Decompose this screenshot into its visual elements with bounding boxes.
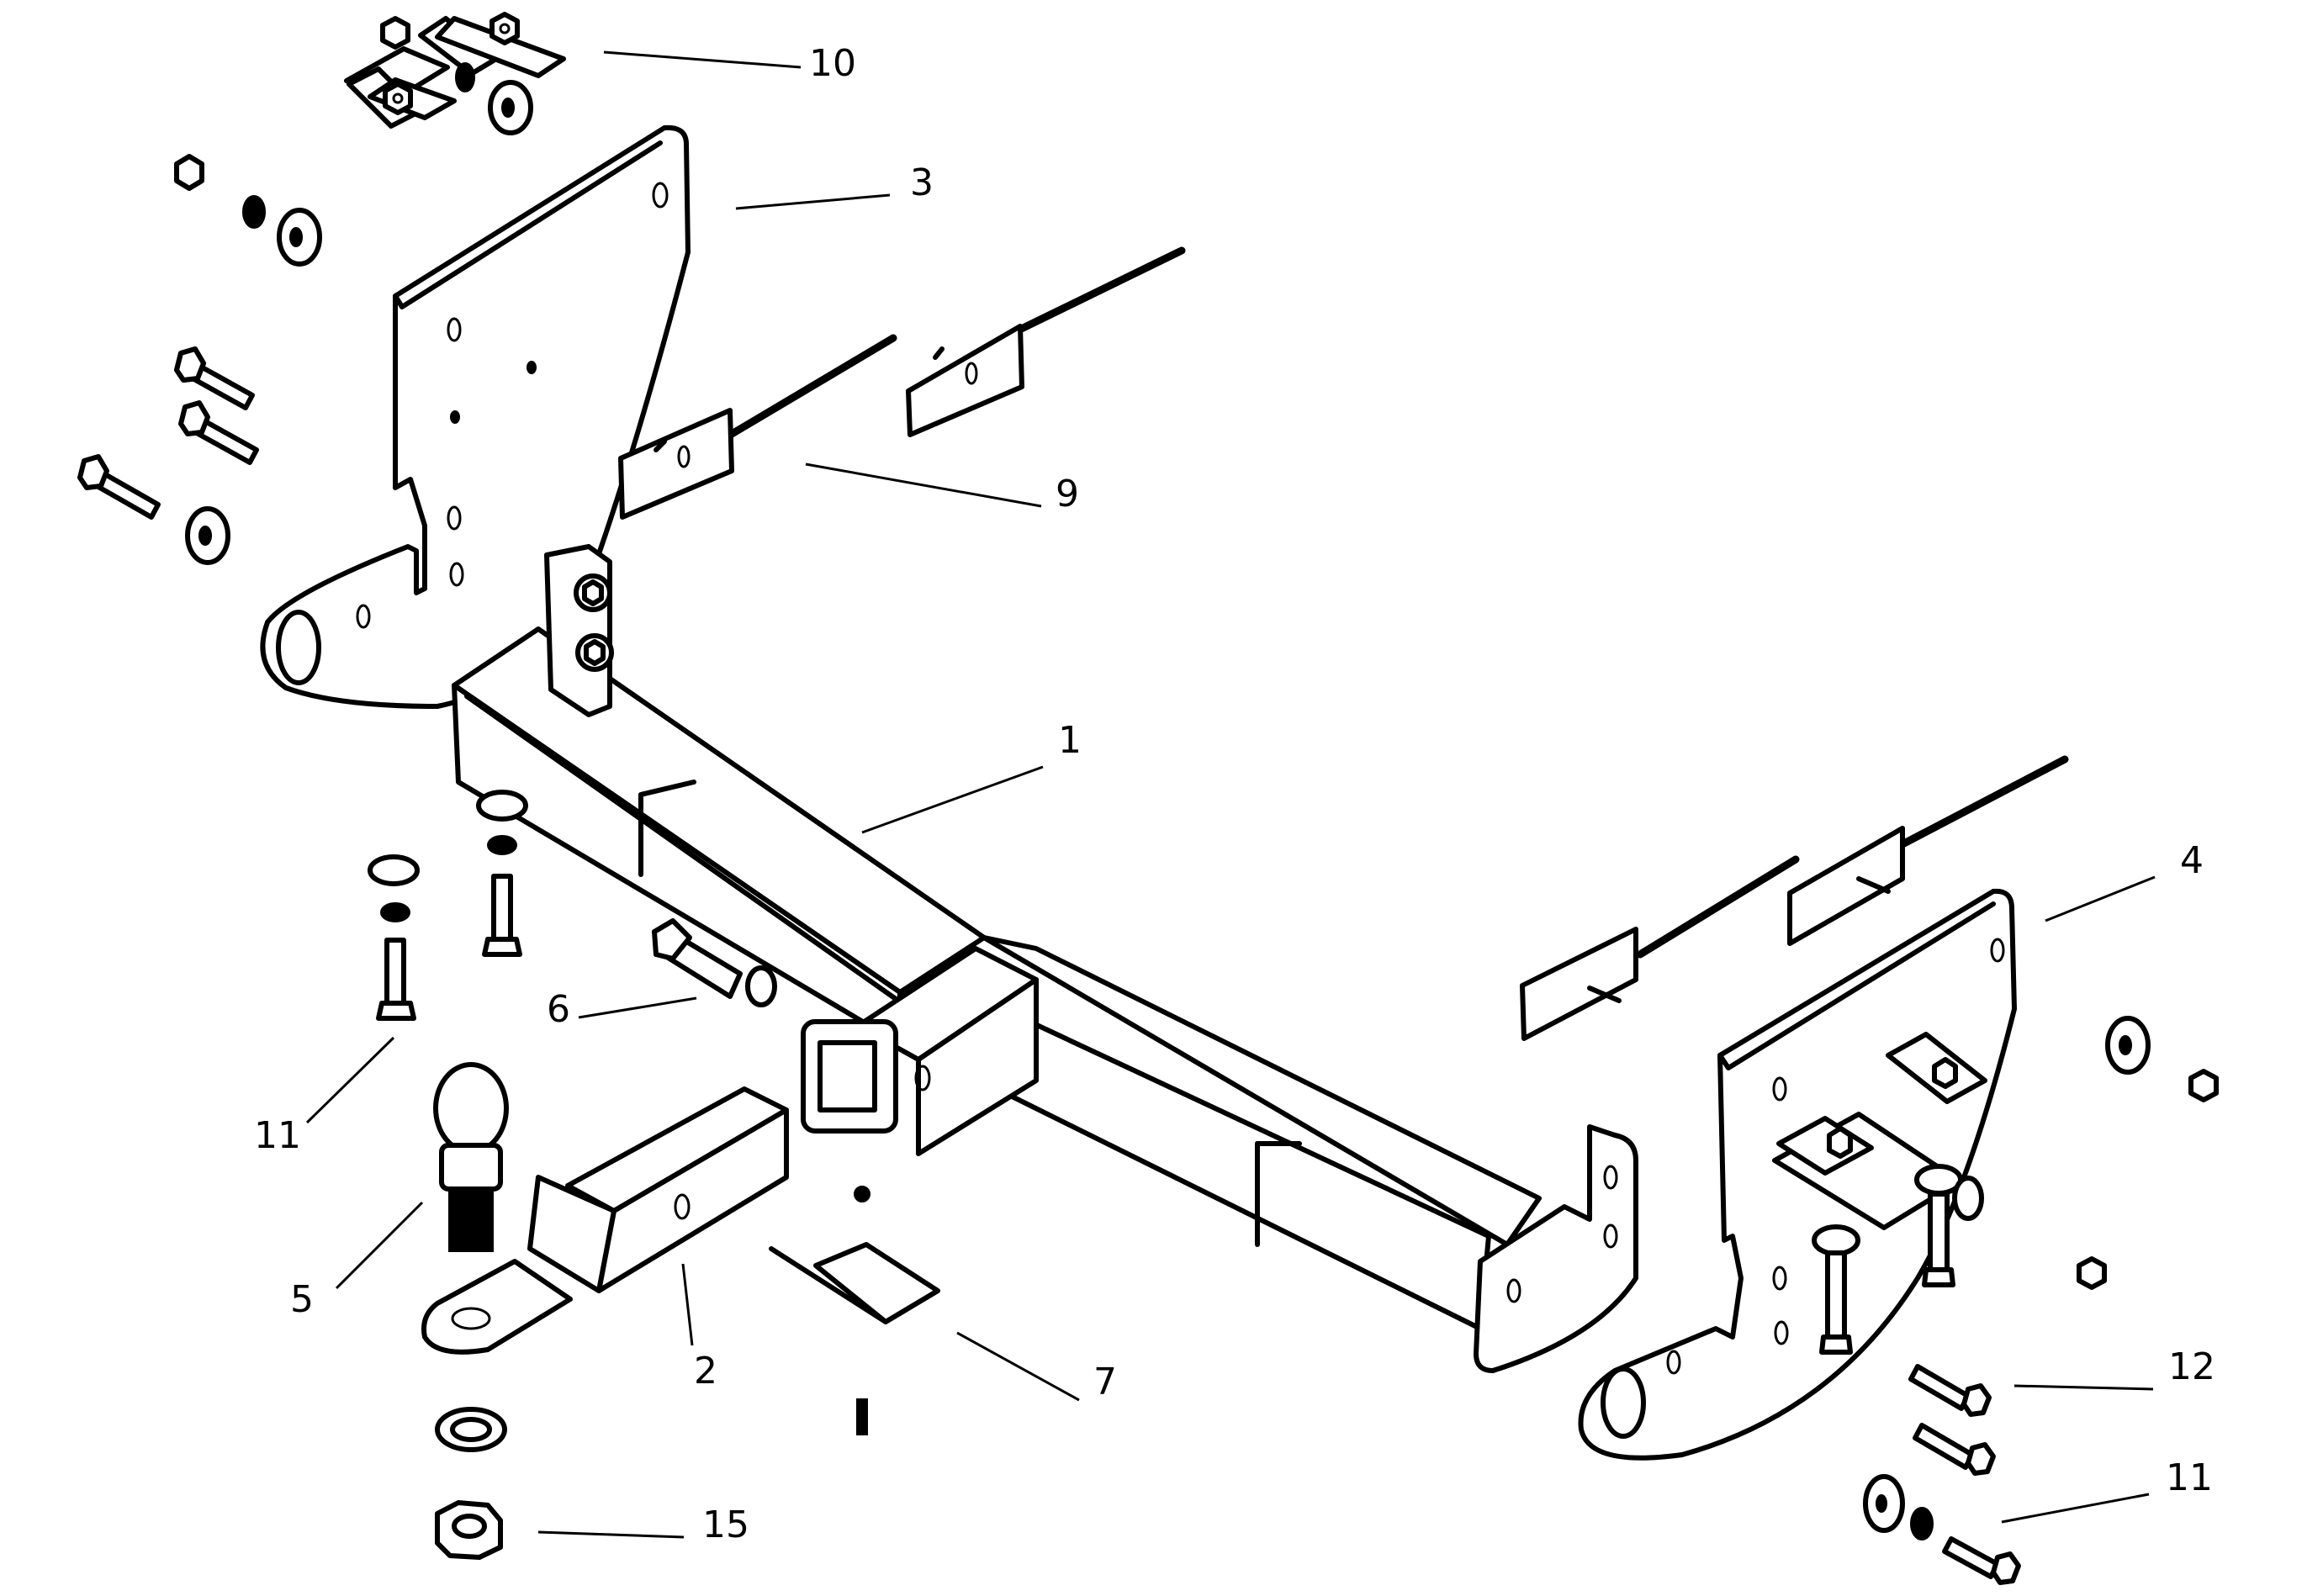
callouts: 10 3 9 1 4 6 11 5 2 7 15 12 11 [254, 42, 2215, 1546]
part-4-hardware [1863, 1016, 2219, 1585]
part-4-right-bracket [1578, 888, 2017, 1461]
nut-icon [489, 12, 520, 45]
leader-6 [335, 1201, 424, 1290]
leader-3 [735, 193, 891, 210]
part-3-hardware [77, 154, 322, 565]
leader-7 [578, 996, 697, 1019]
label-9: 9 [1056, 473, 1079, 515]
bolt-icon [174, 346, 255, 410]
nut-icon [383, 82, 413, 115]
leader-4 [2045, 875, 2156, 922]
nut-icon [380, 16, 410, 50]
bolt-icon [1942, 1536, 2021, 1585]
label-3: 3 [910, 161, 934, 204]
bolt-icon [1908, 1364, 1992, 1417]
part-7-hitch-pin [652, 918, 777, 1007]
leader-9 [805, 462, 1042, 508]
leader-15 [537, 1530, 685, 1539]
part-3-left-bracket [260, 124, 691, 709]
leader-2 [681, 1263, 694, 1346]
bolt-icon [1913, 1423, 1996, 1476]
part-9-wire-plates-right [1520, 755, 2069, 1041]
leader-5 [956, 1331, 1080, 1402]
leader-11-left [305, 1036, 395, 1124]
label-2: 2 [694, 1350, 717, 1393]
leader-1 [861, 765, 1044, 834]
leader-11-right [2001, 1493, 2150, 1524]
part-11-left-hardware [368, 790, 528, 1021]
label-5: 7 [1093, 1361, 1117, 1403]
part-5-clip-plate [769, 1186, 940, 1435]
label-4: 4 [2180, 839, 2204, 882]
part-6-tow-ball [433, 1062, 509, 1252]
label-6: 5 [290, 1278, 314, 1321]
label-11-left: 11 [254, 1114, 301, 1157]
part-10-hardware [344, 12, 566, 135]
label-7: 6 [547, 988, 570, 1031]
part-9-wire-plates [618, 246, 1186, 520]
label-10: 10 [809, 42, 856, 85]
part-1-crossbar [452, 544, 1638, 1373]
label-1: 1 [1058, 719, 1082, 762]
label-12: 12 [2168, 1345, 2215, 1388]
leader-12 [2013, 1384, 2154, 1391]
part-15-nut [435, 1500, 503, 1560]
leader-10 [603, 50, 802, 69]
bolt-icon [77, 454, 161, 520]
label-15: 15 [702, 1504, 749, 1546]
label-11-right: 11 [2166, 1456, 2213, 1499]
part-2-ball-mount [421, 1086, 789, 1452]
bolt-icon [178, 400, 259, 465]
